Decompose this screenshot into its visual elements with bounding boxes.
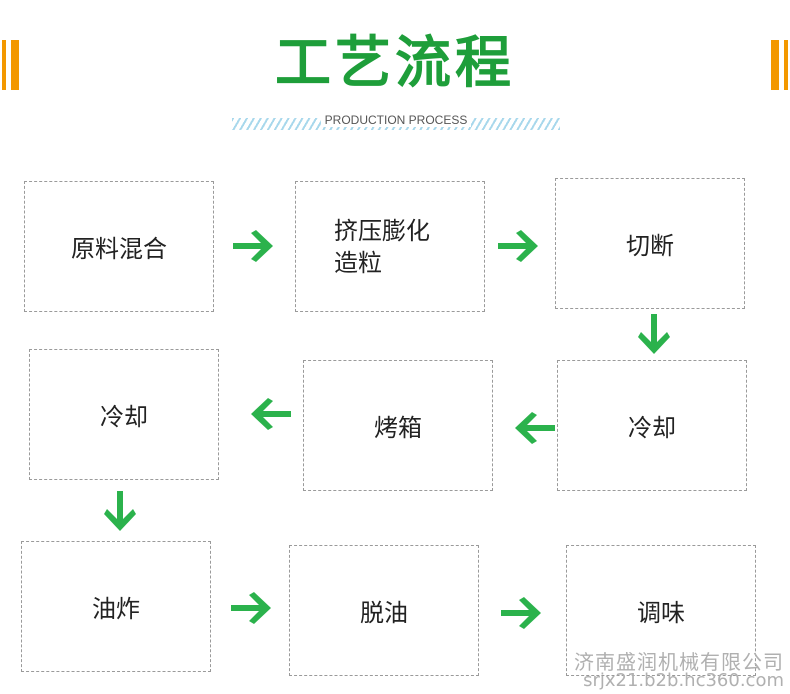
step-raw-material-mixing: 原料混合	[24, 181, 214, 312]
step-seasoning: 调味	[566, 545, 756, 676]
step-label: 冷却	[628, 414, 676, 442]
step-label: 挤压膨化造粒	[334, 216, 430, 277]
step-extrusion-granulation: 挤压膨化造粒	[295, 181, 485, 312]
step-frying: 油炸	[21, 541, 211, 672]
step-label: 调味	[637, 599, 685, 627]
step-cooling-2: 冷却	[557, 360, 747, 491]
arrow-right-icon	[498, 230, 542, 262]
arrow-left-icon	[247, 398, 291, 430]
arrow-down-icon	[104, 491, 136, 535]
step-deoiling: 脱油	[289, 545, 479, 676]
watermark-company: 济南盛润机械有限公司	[574, 650, 784, 674]
arrow-right-icon	[231, 592, 275, 624]
step-label: 原料混合	[71, 235, 167, 263]
right-accent-bars	[770, 40, 788, 90]
step-label: 切断	[626, 232, 674, 260]
step-label: 脱油	[360, 599, 408, 627]
step-label: 油炸	[92, 595, 140, 623]
left-accent-bars	[2, 40, 20, 90]
step-label: 冷却	[100, 403, 148, 431]
page-title: 工艺流程	[275, 31, 515, 96]
step-cooling-1: 冷却	[29, 349, 219, 480]
watermark-url: srjx21.b2b.hc360.com	[583, 670, 784, 691]
page-subtitle: PRODUCTION PROCESS	[320, 113, 472, 127]
arrow-right-icon	[233, 230, 277, 262]
step-cutting: 切断	[555, 178, 745, 309]
step-label: 烤箱	[374, 414, 422, 442]
arrow-right-icon	[501, 597, 545, 629]
arrow-left-icon	[511, 412, 555, 444]
subtitle-banner: PRODUCTION PROCESS	[232, 112, 560, 132]
step-oven: 烤箱	[303, 360, 493, 491]
arrow-down-icon	[638, 314, 670, 358]
